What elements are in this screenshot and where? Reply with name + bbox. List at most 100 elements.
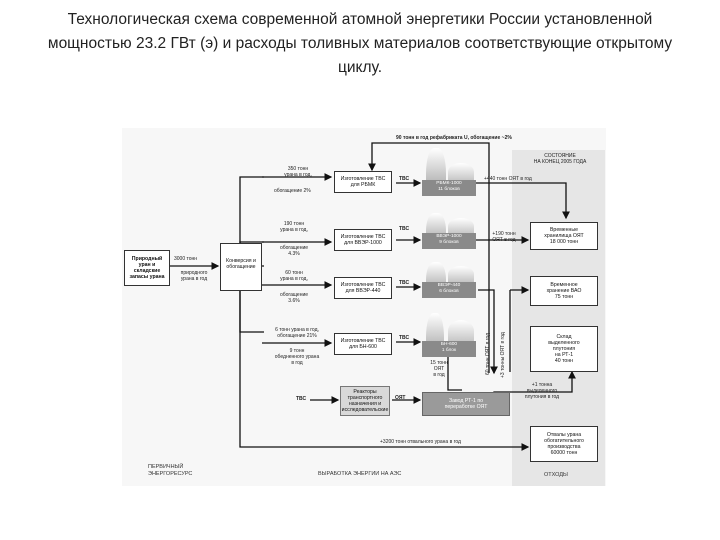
transport-oyat-label: ОЯТ (395, 395, 406, 401)
plant-rbmk-units: 11 блоков (438, 186, 460, 192)
natural-flow-line-2: природного (180, 270, 208, 276)
footer-generation: ВЫРАБОТКА ЭНЕРГИИ НА АЭС (318, 471, 402, 477)
storage-plutonium-line-2: выделенного (548, 340, 580, 346)
reactor-dome-icon (448, 266, 474, 282)
cooling-tower-icon (426, 213, 446, 235)
footer-primary-line-1: ПЕРВИЧНЫЙ (148, 464, 184, 470)
fab-bn600-line-2: для БН-600 (349, 344, 377, 350)
row2-output-label: +190 тонн ОЯТ в год (484, 231, 524, 243)
row1-input-line-3: обогащение 2% (274, 188, 311, 194)
natural-uranium-line-3: складские (133, 268, 161, 274)
refabricate-flow-label: 90 тонн в год рефабриката U, обогащение … (396, 135, 512, 141)
storage-oyat-box: Временные хранилища ОЯТ 18 000 тонн (530, 222, 598, 250)
natural-flow-label: 3000 тонн (174, 256, 197, 262)
plant-vver440-name: ВВЭР-440 (437, 283, 461, 288)
footer-primary-line-2: ЭНЕРГОРЕСУРС (148, 471, 193, 477)
row4-output-line-1: 15 тонн (430, 360, 448, 366)
natural-uranium-line-2: уран и (138, 262, 156, 268)
reactor-dome-icon (448, 218, 474, 234)
fab-rbmk-line-1: Изготовление ТВС (340, 176, 386, 182)
natural-uranium-line-1: Природный (131, 256, 163, 262)
plant-rbmk-name: РБМК-1000 (436, 181, 462, 186)
footer-primary: ПЕРВИЧНЫЙ ЭНЕРГОРЕСУРС (148, 464, 192, 478)
rt1-output-label: +1 тонна выделенного плутония в год (514, 382, 570, 400)
footer-waste: ОТХОДЫ (544, 472, 568, 478)
fab-vver1000-line-2: для ВВЭР-1000 (344, 240, 382, 246)
title-line-1: Технологическая схема современной атомно… (67, 11, 653, 28)
transport-line-3: назначения и (348, 401, 382, 407)
rt1-line-2: переработке ОЯТ (444, 404, 488, 410)
storage-tailings-line-4: 60000 тонн (550, 450, 578, 456)
plant-vver440: ВВЭР-440 6 блоков (422, 282, 476, 298)
natural-uranium-line-4: запасы урана (129, 274, 165, 280)
state-line-2: НА КОНЕЦ 2005 ГОДА (533, 159, 587, 165)
storage-tailings-line-1: Отвалы урана (546, 432, 582, 438)
natural-uranium-box: Природный уран и складские запасы урана (124, 250, 170, 286)
plant-bn600-units: 1 блок (441, 347, 457, 353)
transport-line-4: исследовательские (341, 407, 389, 413)
natural-flow-line-3: урана в год (180, 276, 208, 282)
row1-input-line-1: 350 тонн (287, 166, 309, 172)
row4-output-label: 15 тонн ОЯТ в год (424, 360, 454, 378)
row4-input-line-4: обедненного урана (274, 354, 320, 360)
rt1-output-line-1: +1 тонна (531, 382, 553, 388)
storage-plutonium-line-1: Склад (556, 334, 572, 340)
row1-output-label: +440 тонн ОЯТ в год (484, 176, 532, 182)
storage-oyat-line-3: 18 000 тонн (549, 239, 579, 245)
storage-oyat-line-1: Временные (549, 227, 578, 233)
title-line-3: циклу. (337, 59, 383, 76)
reactor-dome-icon (448, 320, 474, 342)
vertical-flow-label-1: 60 тонн ОЯТ в год (485, 332, 491, 375)
plant-vver1000-name: ВВЭР-1000 (436, 234, 462, 239)
storage-tailings-box: Отвалы урана обогатительного производств… (530, 426, 598, 462)
storage-plutonium-line-5: 40 тонн (554, 358, 574, 364)
state-label: СОСТОЯНИЕ НА КОНЕЦ 2005 ГОДА (520, 153, 600, 165)
rt1-output-line-2: выделенного (526, 388, 558, 394)
fab-vver440-line-1: Изготовление ТВС (340, 282, 386, 288)
row4-input-line-5: в год (291, 360, 303, 366)
rt1-plant-box: Завод РТ-1 по переработке ОЯТ (422, 392, 510, 416)
row2-input-sub: обогащение 4.3% (268, 245, 320, 257)
row2-output-line-1: +190 тонн (492, 231, 516, 237)
plant-bn600-name: БН-600 (440, 342, 458, 347)
reactor-dome-icon (448, 163, 474, 181)
row2-input-label: 190 тонн урана в год, (266, 221, 322, 233)
row3-input-line-2: урана в год, (280, 276, 308, 282)
row3-input-label: 60 тонн урана в год, (266, 270, 322, 282)
storage-plutonium-line-4: на РТ-1 (554, 352, 574, 358)
storage-tailings-line-2: обогатительного (544, 438, 584, 444)
storage-plutonium-line-3: плутония (552, 346, 576, 352)
row4-input-line-3: 9 тонн (289, 348, 305, 354)
rt1-output-line-3: плутония в год (524, 394, 560, 400)
row1-input-line-2: урана в год, (284, 172, 312, 178)
plant-vver440-units: 6 блоков (439, 288, 459, 294)
transport-reactors-box: Реакторы транспортного назначения и иссл… (340, 386, 390, 416)
fab-bn600-line-1: Изготовление ТВС (340, 338, 386, 344)
cooling-tower-icon (426, 262, 446, 284)
conversion-line-2: обогащение (226, 264, 256, 270)
vertical-flow-label-2: +3 тонны ОЯТ в год (500, 332, 506, 378)
rt1-line-1: Завод РТ-1 по (448, 398, 484, 404)
transport-tvs-label: ТВС (296, 396, 307, 402)
transport-line-1: Реакторы (353, 389, 377, 395)
row1-input-label: 350 тонн урана в год, (268, 166, 328, 178)
row3-input-line-1: 60 тонн (285, 270, 303, 276)
conversion-enrichment-box: Конверсия и обогащение (220, 243, 262, 291)
row3-input-line-4: 3.6% (288, 298, 300, 304)
row4-input-sub: 9 тонн обедненного урана в год (268, 348, 326, 366)
plant-bn600: БН-600 1 блок (422, 341, 476, 357)
cooling-tower-icon (426, 313, 444, 343)
storage-vao-line-1: Временное (550, 282, 578, 288)
storage-tailings-line-3: производства (547, 444, 581, 450)
row4-output-line-3: в год (433, 372, 445, 378)
row4-input-line-1: 6 тонн урана в год, (275, 327, 319, 333)
storage-vao-line-2: хранение ВАО (546, 288, 582, 294)
tvs-label-4: ТВС (399, 335, 410, 341)
row3-input-line-3: обогащение (279, 292, 309, 298)
tvs-label-1: ТВС (399, 176, 410, 182)
natural-flow-line-1: 3000 тонн (174, 256, 198, 262)
row2-input-line-1: 190 тонн (283, 221, 305, 227)
